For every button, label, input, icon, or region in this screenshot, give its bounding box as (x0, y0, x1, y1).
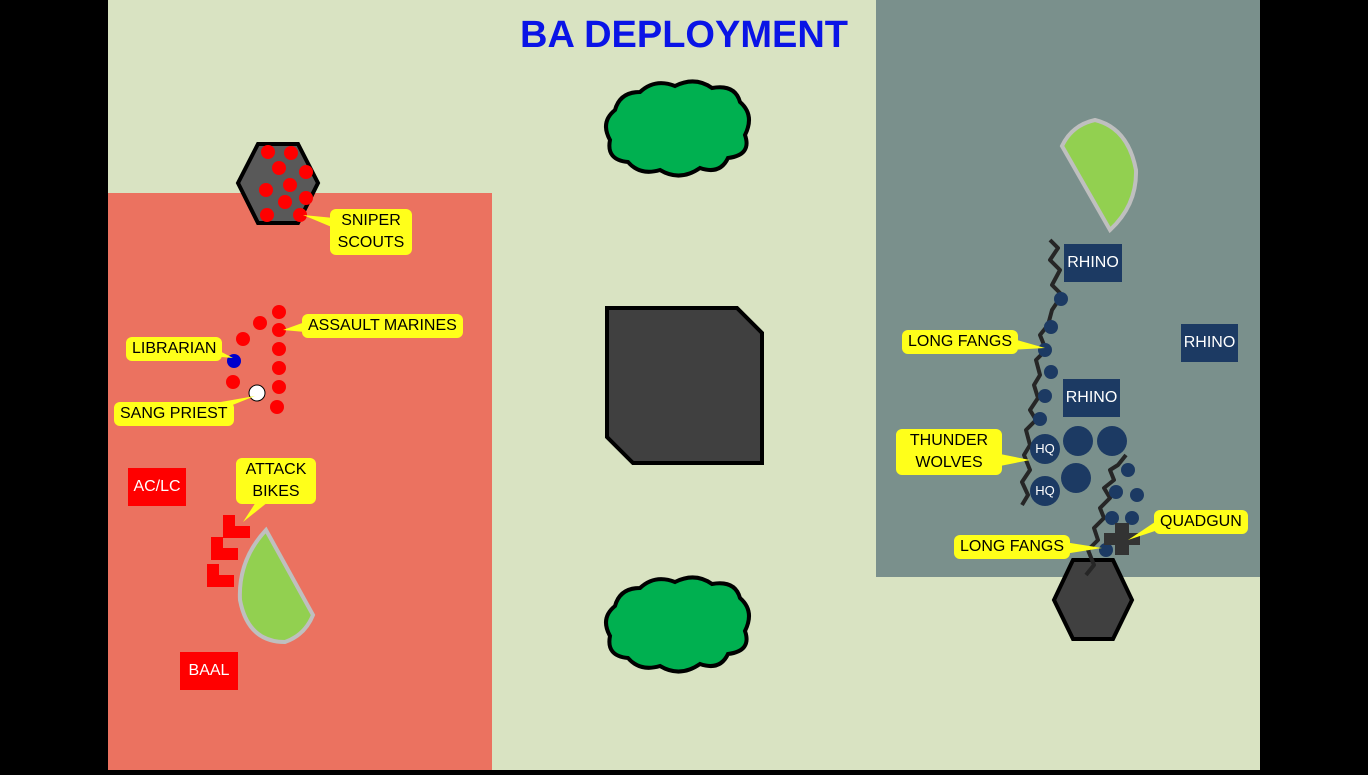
model (1109, 485, 1123, 499)
label-sniper-scouts: SNIPER SCOUTS (330, 209, 412, 255)
long-fangs-models (1033, 292, 1068, 426)
model (1099, 543, 1113, 557)
label-attack-bikes: ATTACK BIKES (236, 458, 316, 504)
model (272, 323, 286, 337)
model (272, 380, 286, 394)
model (293, 208, 307, 222)
model (259, 183, 273, 197)
model (299, 191, 313, 205)
hq-token (1030, 476, 1060, 506)
model (1105, 511, 1119, 525)
quadgun-model (1104, 523, 1140, 555)
model (236, 332, 250, 346)
pointer-long-fangs-2 (1064, 542, 1102, 554)
model (1097, 426, 1127, 456)
attack-bikes-models (207, 515, 250, 587)
forest-bottom (604, 575, 751, 674)
bike (207, 564, 234, 587)
label-long-fangs: LONG FANGS (902, 330, 1019, 354)
model (1038, 343, 1052, 357)
thunder-wolves-models (1030, 426, 1127, 506)
label-line: SNIPER (341, 212, 401, 229)
hill-ba (237, 526, 316, 645)
sniper-scout-ruin (235, 142, 321, 225)
pointer-attack-bikes (243, 502, 268, 522)
model (1033, 412, 1047, 426)
model (270, 400, 284, 414)
vehicle-baal: BAAL (180, 652, 238, 690)
vehicle-ac-lc: AC/LC (128, 468, 186, 506)
sniper-scouts-models (259, 145, 313, 222)
model (1125, 511, 1139, 525)
label-line: THUNDER (909, 432, 989, 449)
pointer-long-fangs (1010, 338, 1045, 350)
vehicle-rhino-3: RHINO (1063, 379, 1120, 417)
forest-top (604, 79, 751, 178)
label-sang-priest: SANG PRIEST (114, 402, 234, 426)
model (272, 161, 286, 175)
label-thunder-wolves: THUNDER WOLVES (896, 429, 1002, 475)
hq-token-label: HQ (1035, 441, 1055, 456)
model (1054, 292, 1068, 306)
label-line: SCOUTS (337, 234, 405, 251)
model (226, 375, 240, 389)
model (1063, 426, 1093, 456)
vehicle-rhino-1: RHINO (1064, 244, 1122, 282)
label-line: ATTACK (245, 461, 307, 478)
central-ruin (605, 306, 764, 465)
model (1130, 488, 1144, 502)
model (1044, 365, 1058, 379)
model (299, 165, 313, 179)
model (1044, 320, 1058, 334)
model (1121, 463, 1135, 477)
hill-sw (1059, 117, 1139, 234)
model (1061, 463, 1091, 493)
model (272, 361, 286, 375)
model (278, 195, 292, 209)
long-fangs-2-models (1099, 463, 1144, 557)
bike (223, 515, 250, 538)
model (253, 316, 267, 330)
label-assault-marines: ASSAULT MARINES (302, 314, 463, 338)
label-line: WOLVES (915, 454, 983, 471)
bike (211, 537, 238, 560)
label-long-fangs-2: LONG FANGS (954, 535, 1071, 559)
pointer-assault-marines (283, 322, 305, 332)
assault-marines-models (226, 305, 286, 414)
pointer-thunder-wolves (1000, 454, 1030, 466)
label-librarian: LIBRARIAN (126, 337, 223, 361)
pointer-quadgun (1128, 520, 1158, 540)
model (283, 178, 297, 192)
label-line: BIKES (252, 483, 300, 500)
model (272, 342, 286, 356)
model (272, 305, 286, 319)
vehicle-rhino-2: RHINO (1181, 324, 1238, 362)
label-quadgun: QUADGUN (1154, 510, 1248, 534)
hq-token (1030, 434, 1060, 464)
sw-ruin-hex (1051, 558, 1135, 641)
model (261, 145, 275, 159)
hq-token-label: HQ (1035, 483, 1055, 498)
model (1038, 389, 1052, 403)
model (260, 208, 274, 222)
page-title: BA DEPLOYMENT (520, 14, 848, 56)
sang-priest-model (248, 384, 266, 402)
pointer-sniper-scouts (303, 215, 334, 228)
model (284, 146, 298, 160)
